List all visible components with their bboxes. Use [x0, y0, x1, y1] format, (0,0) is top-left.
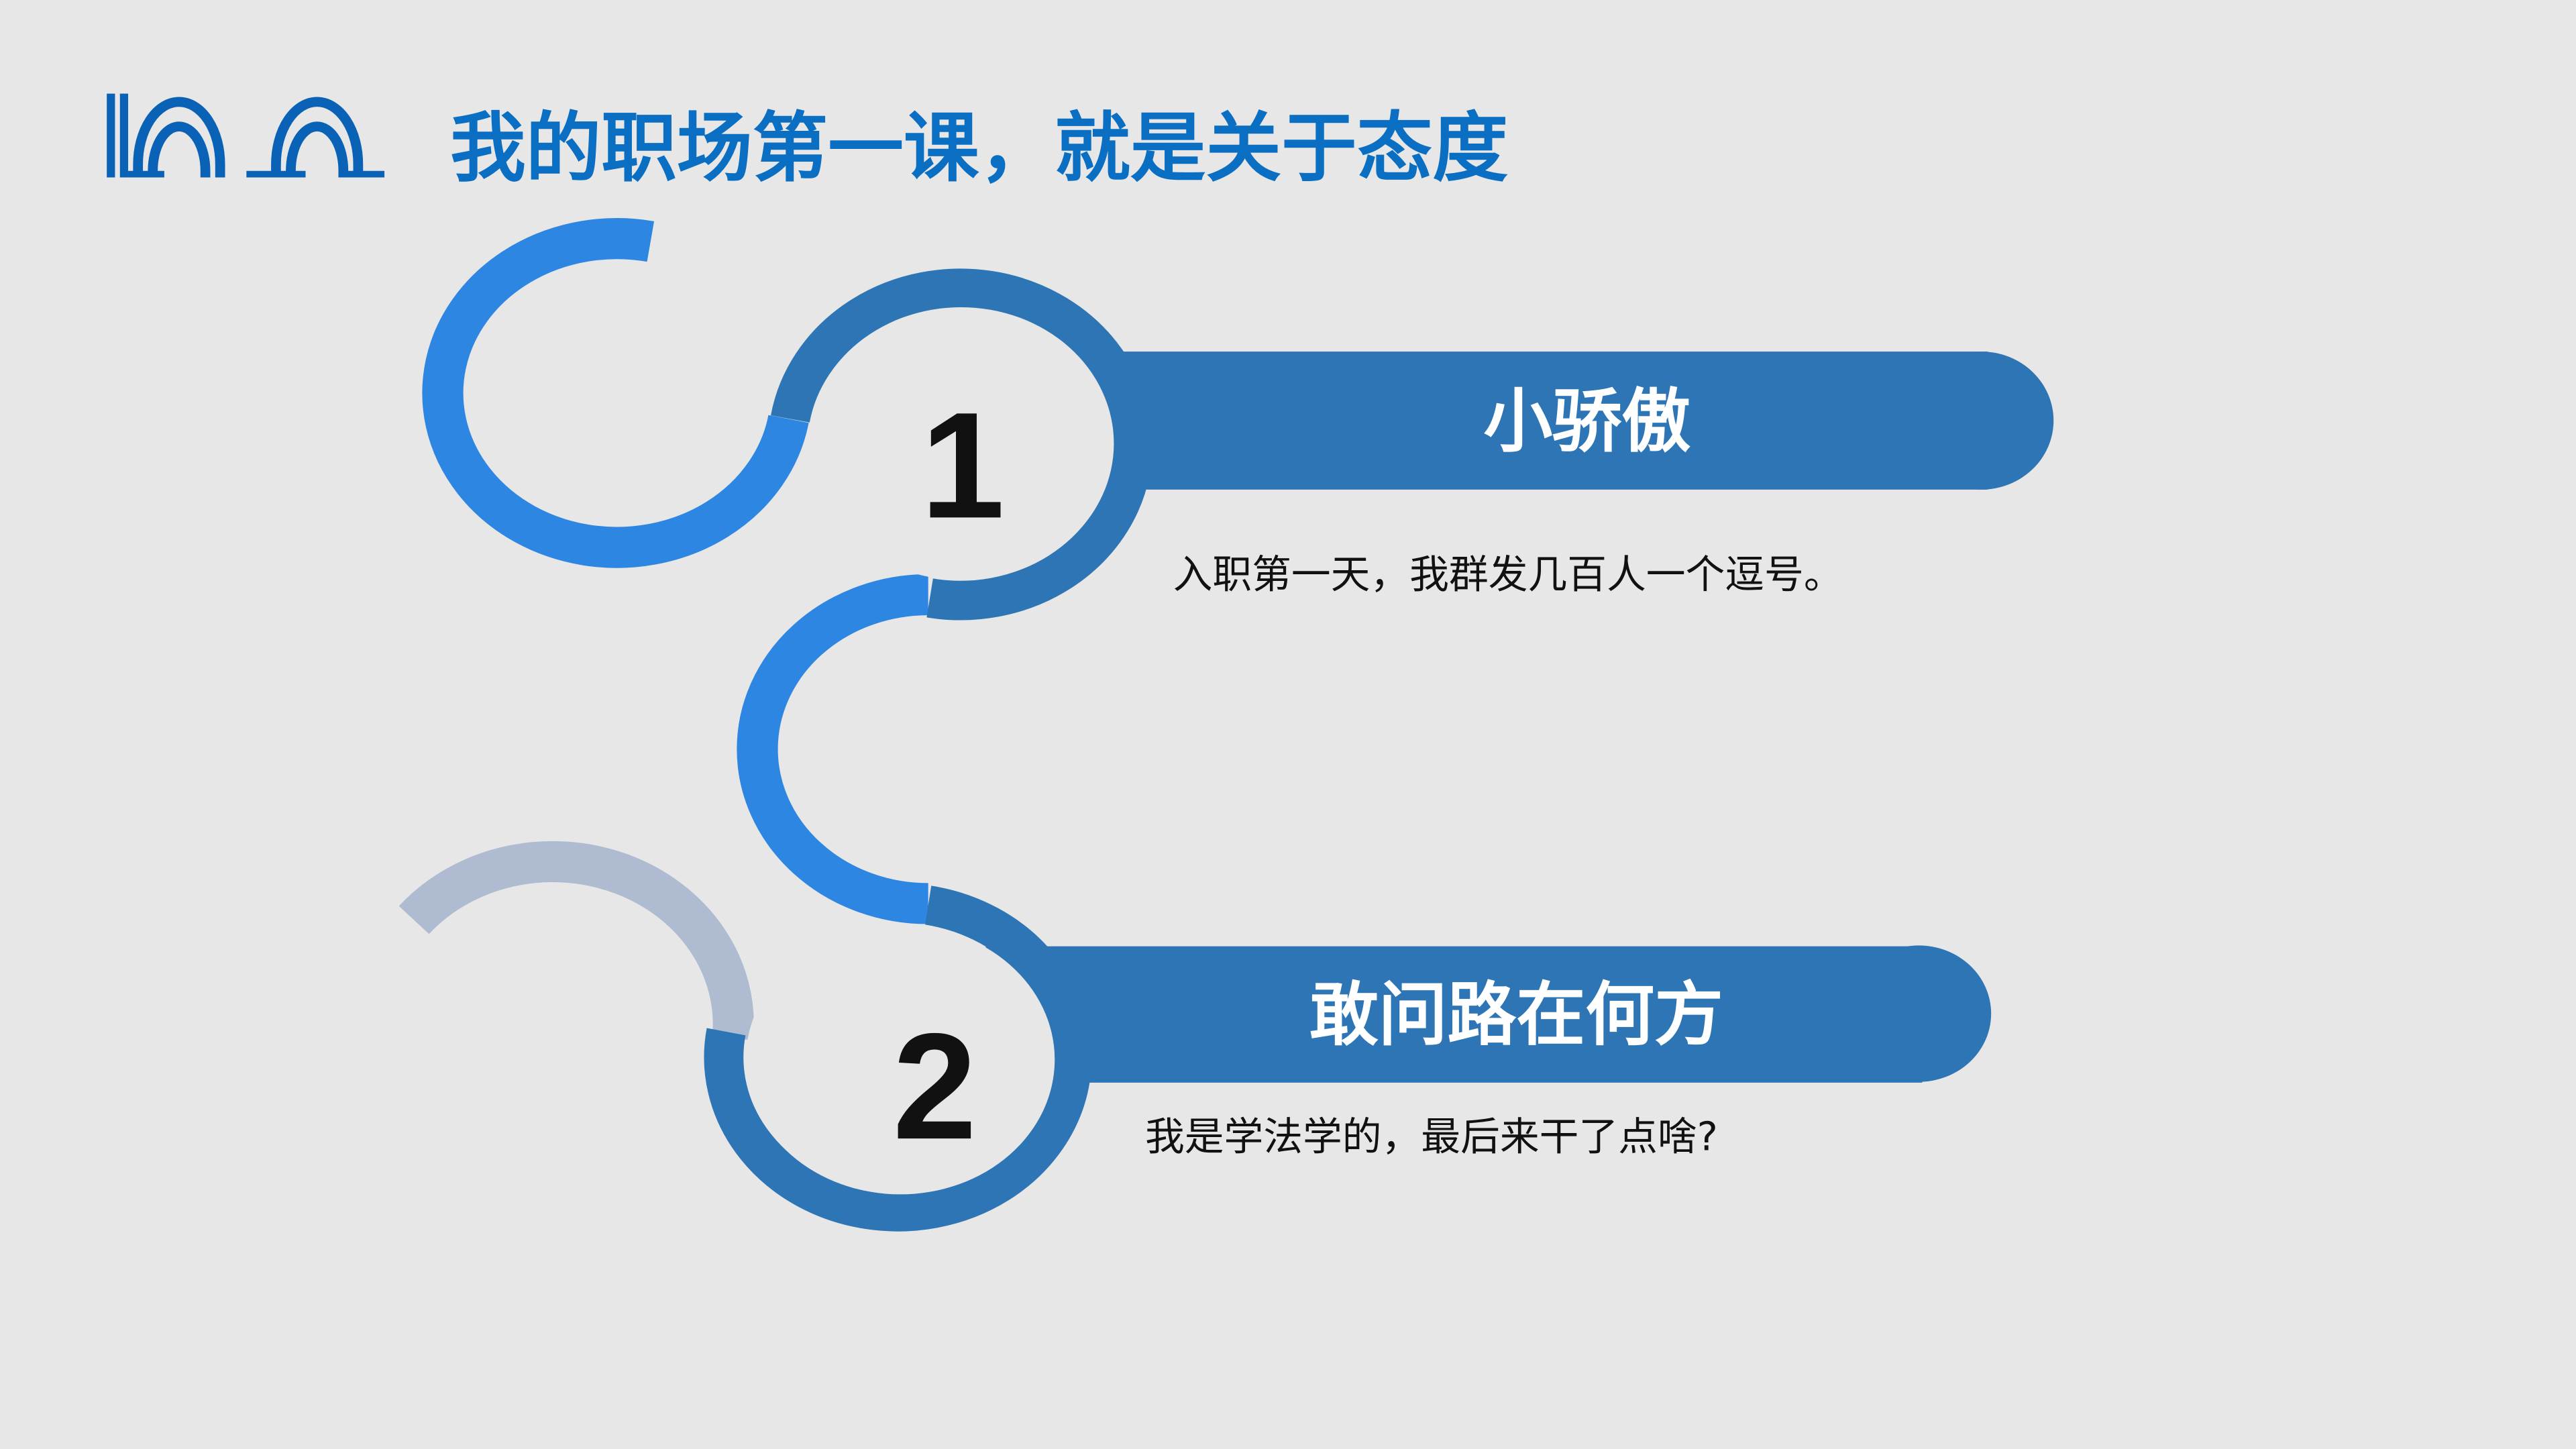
ring-arc-4 [704, 885, 1092, 1232]
ring-arc-3 [771, 268, 1153, 621]
item-heading-1: 小骄傲 [1483, 382, 1690, 462]
item-text-2: 我是学法学的，最后来干了点啥? [1145, 1113, 1718, 1159]
ring-arc-1 [422, 218, 809, 568]
item-bar-1 [1051, 352, 2054, 490]
item-text-1: 入职第一天，我群发几百人一个逗号。 [1173, 551, 1843, 598]
ring-arc-2 [737, 574, 928, 924]
page-title: 我的职场第一课，就是关于态度 [450, 104, 1508, 193]
item-number-1: 1 [920, 380, 1004, 549]
logo-icon [107, 93, 385, 178]
ring-arc-grey [398, 841, 754, 1040]
item-number-2: 2 [893, 1002, 977, 1171]
item-bar-2 [985, 945, 1992, 1083]
item-heading-2: 敢问路在何方 [1309, 975, 1723, 1055]
